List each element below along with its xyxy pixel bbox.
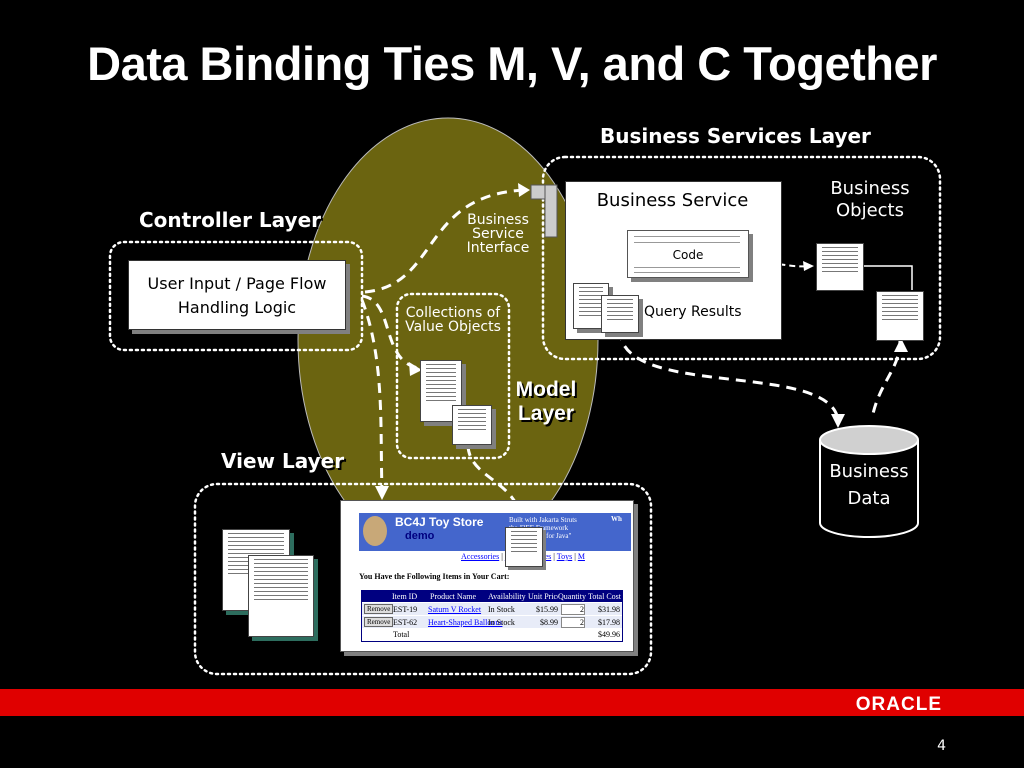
total-value: $49.96 (598, 630, 620, 639)
view-layer-label: View Layer (221, 449, 345, 473)
business-object-doc (816, 243, 864, 291)
col-availability: Availability (488, 592, 526, 601)
business-service-interface-label: Business Service Interface (466, 212, 530, 256)
row-quantity-input[interactable]: 2 (561, 604, 585, 615)
store-brand: BC4J Toy Store (395, 515, 484, 529)
web-page-screenshot: BC4J Toy Store demo Built with Jakarta S… (340, 500, 634, 652)
col-item-id: Item ID (392, 592, 418, 601)
nav-toys[interactable]: Toys (556, 552, 573, 561)
arrowhead-interface (518, 183, 530, 197)
user-input-line1: User Input / Page Flow (147, 274, 327, 293)
row-unit-price: $15.99 (536, 605, 558, 614)
row-item-id: EST-62 (393, 618, 418, 627)
total-label: Total (393, 630, 410, 639)
store-brand-sub: demo (405, 530, 435, 542)
business-services-container (541, 155, 942, 361)
bear-logo-icon (363, 516, 387, 546)
arrowhead-view (375, 486, 389, 500)
connector-objects-link (862, 265, 913, 290)
business-service-title: Business Service (596, 190, 749, 211)
query-results-label: Query Results (644, 304, 742, 320)
connector-controller-to-interface (364, 188, 526, 294)
bound-data-doc (505, 527, 543, 567)
collections-label: Collections of Value Objects (405, 305, 501, 335)
arrowhead-objects (803, 261, 814, 271)
model-layer-label: Model Layer (515, 378, 577, 425)
arrowhead-collections (409, 362, 422, 376)
cart-table: Item ID Product Name Availability Unit P… (361, 590, 623, 642)
interface-plug (544, 184, 558, 238)
collections-container (395, 292, 511, 460)
col-total-cost: Total Cost (588, 592, 621, 601)
table-row (362, 616, 622, 628)
row-item-id: EST-19 (393, 605, 418, 614)
row-unit-price: $8.99 (540, 618, 558, 627)
cart-heading: You Have the Following Items in Your Car… (359, 572, 510, 581)
code-label: Code (672, 248, 704, 262)
user-input-box: User Input / Page Flow Handling Logic (128, 260, 346, 330)
controller-layer-label: Controller Layer (139, 208, 322, 232)
footer-bar (0, 689, 1024, 716)
business-data-label: Business Data (829, 461, 909, 509)
interface-plug-tab (530, 184, 546, 200)
page-number: 4 (937, 738, 946, 754)
arrowhead-objects-up (894, 338, 908, 352)
col-quantity: Quantity (558, 592, 586, 601)
business-services-layer-label: Business Services Layer (600, 124, 871, 148)
remove-button[interactable]: Remove (364, 604, 394, 614)
nav-accessories[interactable]: Accessories (461, 552, 500, 561)
business-object-doc (876, 291, 924, 341)
row-product-link[interactable]: Heart-Shaped Balloons (428, 618, 503, 627)
query-result-doc (601, 295, 639, 333)
row-quantity-input[interactable]: 2 (561, 617, 585, 628)
business-data-cylinder (819, 425, 919, 538)
col-unit-price: Unit Price (528, 592, 561, 601)
slide-title: Data Binding Ties M, V, and C Together (87, 37, 937, 90)
row-availability: In Stock (488, 618, 515, 627)
view-container (193, 482, 653, 676)
col-product-name: Product Name (430, 592, 476, 601)
row-availability: In Stock (488, 605, 515, 614)
row-product-link[interactable]: Saturn V Rocket (428, 605, 482, 614)
oracle-logo: ORACLE (855, 694, 942, 715)
nav-more[interactable]: M (577, 552, 585, 561)
code-card: Code (627, 230, 749, 278)
connector-service-to-data (618, 329, 840, 421)
value-object-doc (452, 405, 492, 445)
business-objects-label: Business Objects (830, 178, 910, 221)
row-total: $31.98 (598, 605, 620, 614)
connector-controller-to-collections (361, 294, 419, 370)
row-total: $17.98 (598, 618, 620, 627)
remove-button[interactable]: Remove (364, 617, 394, 627)
arrowhead-data (831, 414, 845, 428)
user-input-line2: Handling Logic (177, 298, 297, 317)
view-page-doc (248, 555, 314, 637)
table-row (362, 603, 622, 615)
banner-corner-text: Wh (611, 515, 622, 523)
connector-controller-to-view (360, 299, 384, 491)
store-banner (359, 513, 631, 551)
